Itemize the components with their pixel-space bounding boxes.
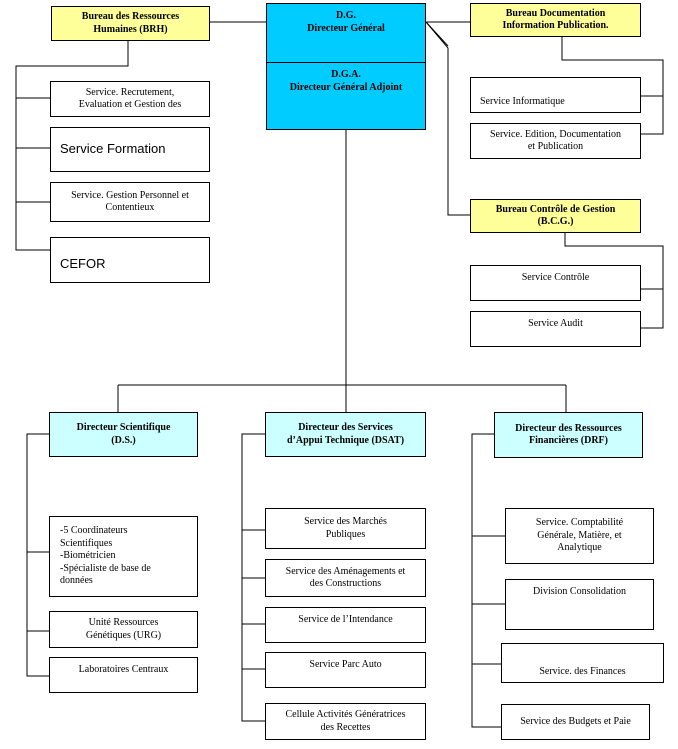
dsat-cellule-activites: Cellule Activités Génératrices des Recet…: [265, 703, 426, 740]
dga-box: D.G.A. Directeur Général Adjoint: [266, 62, 426, 130]
dsat-title-box: Directeur des Services d’Appui Technique…: [265, 412, 426, 457]
brh-title-box: Bureau des Ressources Humaines (BRH): [51, 6, 210, 41]
dg-box: D.G. Directeur Général: [266, 3, 426, 63]
dsat-marches: Service des Marchés Publiques: [265, 508, 426, 549]
drf-comptabilite: Service. Comptabilité Générale, Matière,…: [505, 508, 654, 564]
brh-service-formation: Service Formation: [50, 127, 210, 172]
drf-division-consolidation: Division Consolidation: [505, 579, 654, 630]
dsat-parc-auto: Service Parc Auto: [265, 652, 426, 688]
bdip-service-informatique: Service Informatique: [470, 77, 641, 113]
bcg-service-controle: Service Contrôle: [470, 265, 641, 301]
brh-cefor: CEFOR: [50, 237, 210, 283]
ds-urg: Unité Ressources Génétiques (URG): [49, 611, 198, 648]
dsat-amenagements: Service des Aménagements et des Construc…: [265, 559, 426, 597]
drf-title-box: Directeur des Ressources Financières (DR…: [494, 412, 643, 458]
drf-service-finances: Service. des Finances: [501, 643, 664, 683]
bdip-title-box: Bureau Documentation Information Publica…: [470, 3, 641, 37]
dsat-intendance: Service de l’Intendance: [265, 607, 426, 643]
ds-title-box: Directeur Scientifique (D.S.): [49, 412, 198, 457]
drf-budgets-paie: Service des Budgets et Paie: [501, 704, 650, 740]
ds-coordinateurs: -5 Coordinateurs Scientifiques -Biométri…: [49, 516, 198, 597]
ds-laboratoires: Laboratoires Centraux: [49, 657, 198, 693]
bdip-service-edition: Service. Edition, Documentation et Publi…: [470, 123, 641, 159]
bcg-service-audit: Service Audit: [470, 311, 641, 347]
brh-service-recrutement: Service. Recrutement, Evaluation et Gest…: [50, 81, 210, 117]
brh-service-gestion-personnel: Service. Gestion Personnel et Contentieu…: [50, 182, 210, 222]
bcg-title-box: Bureau Contrôle de Gestion (B.C.G.): [470, 199, 641, 233]
